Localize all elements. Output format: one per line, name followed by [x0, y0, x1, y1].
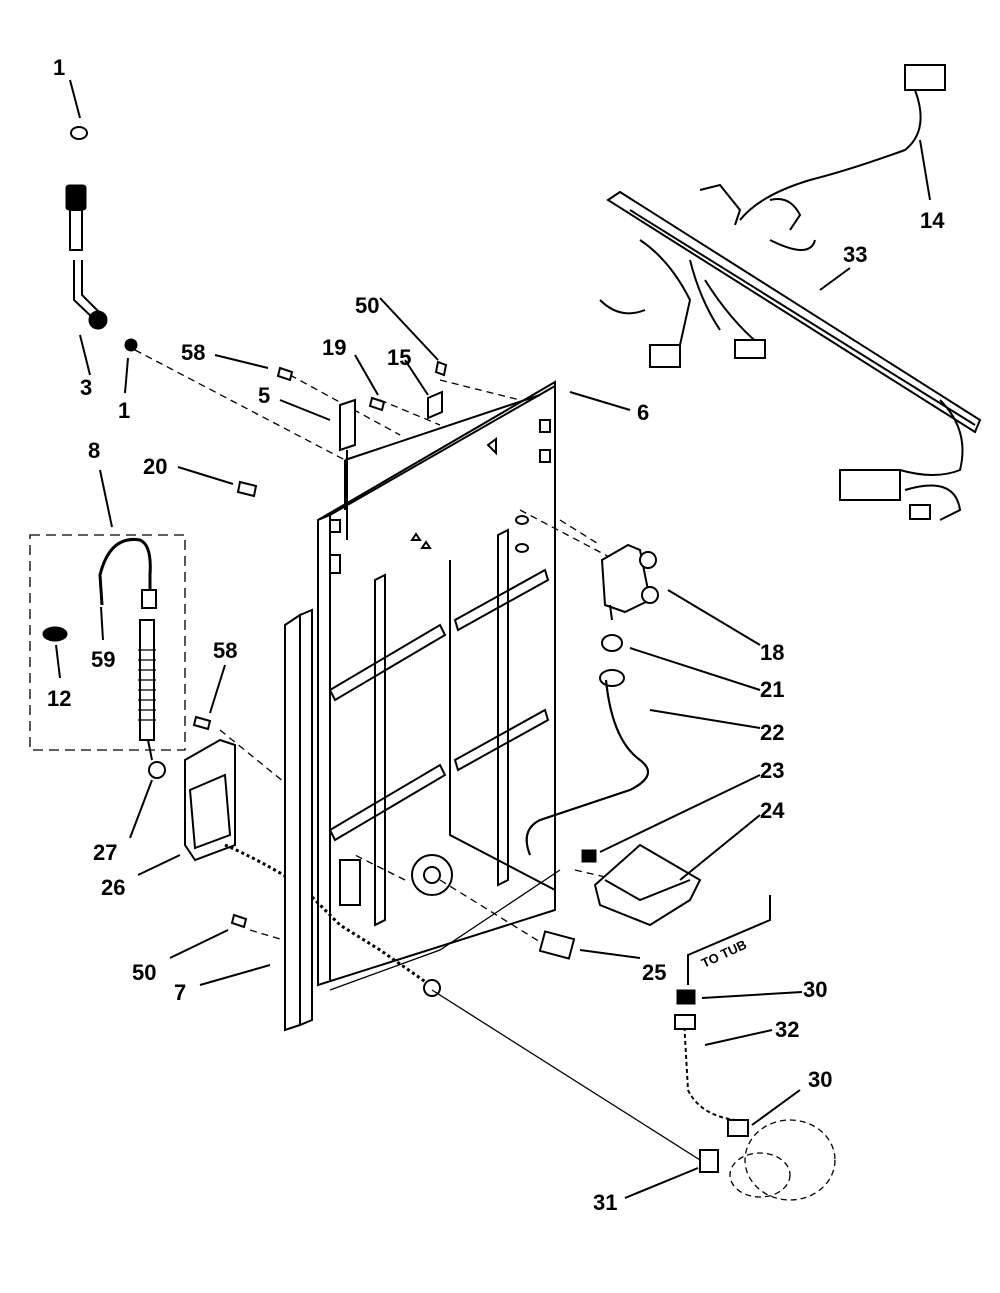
callout-58-lower: 58 — [213, 638, 237, 663]
clamp-part-30-upper — [676, 989, 696, 1005]
callout-3: 3 — [80, 375, 92, 400]
screw-part-50-lower — [230, 913, 248, 929]
washer-part-21 — [601, 634, 623, 652]
callout-50-upper: 50 — [355, 293, 379, 318]
callout-15: 15 — [387, 345, 411, 370]
callout-33: 33 — [843, 242, 867, 267]
callout-31: 31 — [593, 1190, 617, 1215]
plug-part-14 — [904, 64, 946, 91]
rear-panel-part-6 — [317, 380, 556, 987]
callout-22: 22 — [760, 720, 784, 745]
pump-outline — [744, 1119, 836, 1201]
callout-1-top: 1 — [53, 55, 65, 80]
callout-50-lower: 50 — [132, 960, 156, 985]
drain-hose-part-26 — [224, 843, 431, 987]
water-valve-assembly — [525, 543, 702, 960]
callout-7: 7 — [174, 980, 186, 1005]
callout-25: 25 — [642, 960, 666, 985]
callout-24: 24 — [760, 798, 785, 823]
screw-part-50-upper — [434, 360, 448, 377]
callout-58-upper: 58 — [181, 340, 205, 365]
inlet-fitting-assembly — [65, 126, 138, 352]
callout-arrows — [55, 79, 931, 1199]
hose-part-59 — [98, 537, 152, 606]
callout-12: 12 — [47, 686, 71, 711]
inlet-valve-part-3 — [88, 310, 108, 330]
clamp-part-30-lower — [727, 1119, 749, 1137]
callout-19: 19 — [322, 335, 346, 360]
clip-part-15 — [427, 390, 443, 420]
leader-lines — [134, 349, 641, 946]
callout-59: 59 — [91, 647, 115, 672]
connector-part-25 — [538, 930, 576, 960]
drain-pump-assembly — [184, 608, 561, 1032]
clamp-part-23 — [581, 849, 597, 863]
screw-part-19 — [368, 396, 386, 412]
callout-1-lower: 1 — [118, 398, 130, 423]
clamp-part-31 — [699, 1149, 719, 1173]
callout-32: 32 — [775, 1017, 799, 1042]
callout-30-upper: 30 — [803, 977, 827, 1002]
callout-27: 27 — [93, 840, 117, 865]
to-tub-annotation: TO TUB — [699, 937, 749, 971]
callout-5: 5 — [258, 383, 270, 408]
callout-6: 6 — [637, 400, 649, 425]
callout-18: 18 — [760, 640, 784, 665]
callout-21: 21 — [760, 677, 784, 702]
wire-harness-part-33 — [599, 64, 982, 521]
screw-part-58-lower — [192, 715, 212, 731]
callout-8: 8 — [88, 438, 100, 463]
callout-23: 23 — [760, 758, 784, 783]
top-brackets — [236, 360, 448, 540]
screw-part-20 — [236, 480, 258, 498]
fill-hose-part-22 — [525, 679, 649, 856]
hose-fitting-top — [65, 184, 87, 211]
callout-20: 20 — [143, 454, 167, 479]
callout-14: 14 — [920, 208, 945, 233]
tub-hose-assembly — [431, 895, 836, 1201]
callout-30-lower: 30 — [808, 1067, 832, 1092]
bracket-part-24 — [593, 843, 702, 927]
hose-part-32 — [683, 1019, 736, 1121]
callout-26: 26 — [101, 875, 125, 900]
washer-part-1 — [70, 126, 88, 140]
clamp-part-27 — [148, 761, 166, 779]
hose-kit-part-8 — [29, 534, 186, 779]
callout-labels: 1 3 1 58 50 19 15 5 6 20 8 59 12 58 27 2… — [47, 55, 945, 1215]
washer-part-12 — [42, 626, 68, 642]
screw-part-58-upper — [276, 366, 294, 382]
